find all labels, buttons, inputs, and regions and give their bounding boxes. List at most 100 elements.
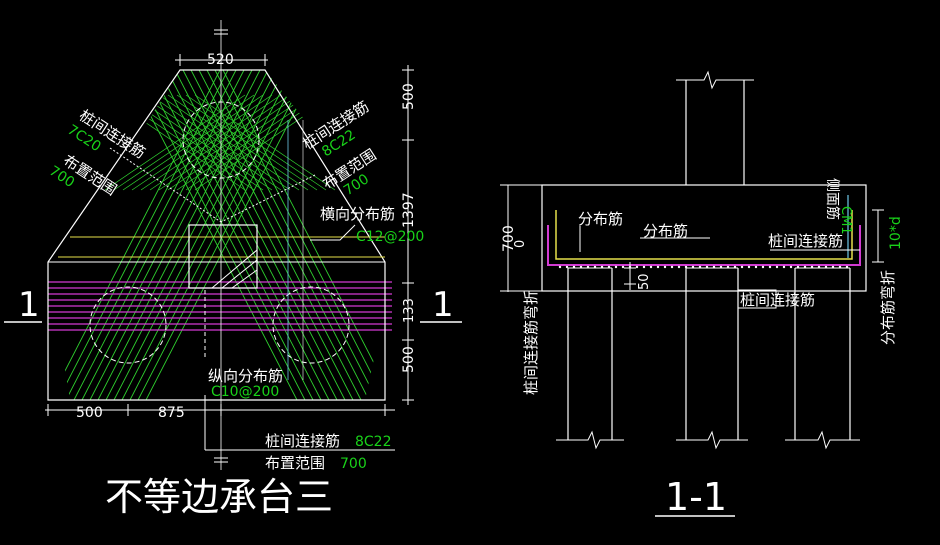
right-bend-label: 分布筋弯折 — [879, 270, 897, 345]
rebar-dot — [817, 265, 821, 269]
hatch-cross-line — [104, 94, 246, 191]
rebar-dot — [670, 265, 674, 269]
left-bend-label: 桩间连接筋弯折 — [522, 290, 540, 395]
rebar-dot — [579, 265, 583, 269]
rebar-dot — [761, 265, 765, 269]
transverse-label: 横向分布筋 — [320, 205, 395, 223]
dimension-top-width: 520 — [207, 52, 234, 68]
section-mark-left: 1 — [18, 285, 40, 325]
rebar-dot — [572, 265, 576, 269]
hatch-line — [113, 70, 285, 400]
rebar-dot — [845, 265, 849, 269]
hatch-cross-line — [122, 94, 264, 191]
cap-section-outline — [541, 184, 867, 292]
rebar-dot — [712, 265, 716, 269]
rebar-dot — [607, 265, 611, 269]
dimension-bottom-mid: 875 — [158, 405, 185, 421]
rebar-dot — [691, 265, 695, 269]
hatch-cross-line — [131, 94, 273, 191]
hatch-line — [105, 70, 277, 400]
rebar-dot — [705, 265, 709, 269]
rebar-dot — [656, 265, 660, 269]
rebar-dot — [558, 265, 562, 269]
rebar-dot — [803, 265, 807, 269]
rebar-dot — [642, 265, 646, 269]
rebar-dot — [684, 265, 688, 269]
rebar-dot — [663, 265, 667, 269]
rebar-dot — [698, 265, 702, 269]
column-outline — [188, 224, 258, 289]
rebar-dot — [740, 265, 744, 269]
hatch-cross-line — [176, 94, 318, 191]
hatch-cross-line — [167, 94, 309, 191]
pile-circle-right — [272, 286, 350, 364]
pile-circle-left — [89, 286, 167, 364]
rebar-dot — [733, 265, 737, 269]
hatch-line — [166, 70, 338, 400]
hatch-line — [65, 70, 237, 400]
column-hatch — [211, 249, 258, 289]
dimension-right-top: 500 — [401, 83, 417, 110]
hatch-cross-line — [113, 94, 255, 191]
hatch-line — [89, 70, 261, 400]
plan-title: 不等边承台三 — [105, 475, 333, 519]
hatch-line — [126, 70, 298, 400]
hatch-line — [121, 70, 293, 400]
section-dim-cover: 50 — [637, 273, 652, 290]
bottom-range-value: 700 — [340, 456, 367, 472]
section-dim-anchor: 10*d — [888, 216, 904, 250]
rebar-dot — [782, 265, 786, 269]
rebar-dot — [621, 265, 625, 269]
dist-rebar-label-2: 分布筋 — [643, 222, 688, 240]
rebar-dot — [719, 265, 723, 269]
pile-middle — [676, 267, 748, 450]
section-view: 700 0 50 10*d 分布筋 分布筋 桩间连接筋 桩间连接筋 侧面筋 CM… — [500, 70, 904, 519]
longitudinal-label: 纵向分布筋 — [208, 367, 283, 385]
rebar-dot — [600, 265, 604, 269]
rebar-dot — [789, 265, 793, 269]
pile-rebar-label-bottom: 桩间连接筋 — [740, 291, 815, 309]
hatch-line — [174, 70, 346, 400]
hatch-line — [49, 70, 221, 400]
rebar-dot — [586, 265, 590, 269]
dimension-bottom-left: 500 — [76, 405, 103, 421]
longitudinal-spec: C10@200 — [211, 384, 279, 400]
rebar-dot — [565, 265, 569, 269]
rebar-dot — [593, 265, 597, 269]
hatch-line — [142, 70, 314, 400]
horizontal-distribution-bars — [48, 281, 392, 331]
section-title: 1-1 — [665, 475, 727, 519]
rebar-dot — [838, 265, 842, 269]
dimension-right-mid: 1397 — [401, 192, 417, 228]
hatch-line — [97, 70, 269, 400]
hatch-line — [129, 70, 301, 400]
hatch-line — [158, 70, 330, 400]
hatch-line — [81, 70, 253, 400]
hatch-line — [134, 70, 306, 400]
rebar-dot — [831, 265, 835, 269]
rebar-dot — [796, 265, 800, 269]
rebar-dot — [824, 265, 828, 269]
hatch-line — [206, 70, 378, 400]
rebar-dot — [677, 265, 681, 269]
bottom-range-label: 布置范围 — [265, 454, 325, 472]
hatch-cross-line — [149, 94, 291, 191]
hatch-cross-line — [140, 94, 282, 191]
pile-rebar-band-right — [49, 70, 336, 400]
column-hatch — [231, 269, 258, 289]
leader-right — [220, 174, 316, 223]
rebar-dot — [747, 265, 751, 269]
section-magenta-rebar — [547, 225, 861, 266]
plan-view: 520 500 1397 133 500 500 875 1 1 桩间连接筋 7… — [4, 20, 462, 519]
hatch-line — [73, 70, 245, 400]
rebar-dot — [726, 265, 730, 269]
rebar-dot — [768, 265, 772, 269]
dist-rebar-label-1: 分布筋 — [578, 210, 623, 228]
hatch-line — [222, 70, 394, 400]
dimension-right-bottom: 500 — [401, 346, 417, 373]
hatch-line — [214, 70, 386, 400]
hatch-line — [57, 70, 229, 400]
bottom-rebar-label: 桩间连接筋 — [265, 432, 340, 450]
